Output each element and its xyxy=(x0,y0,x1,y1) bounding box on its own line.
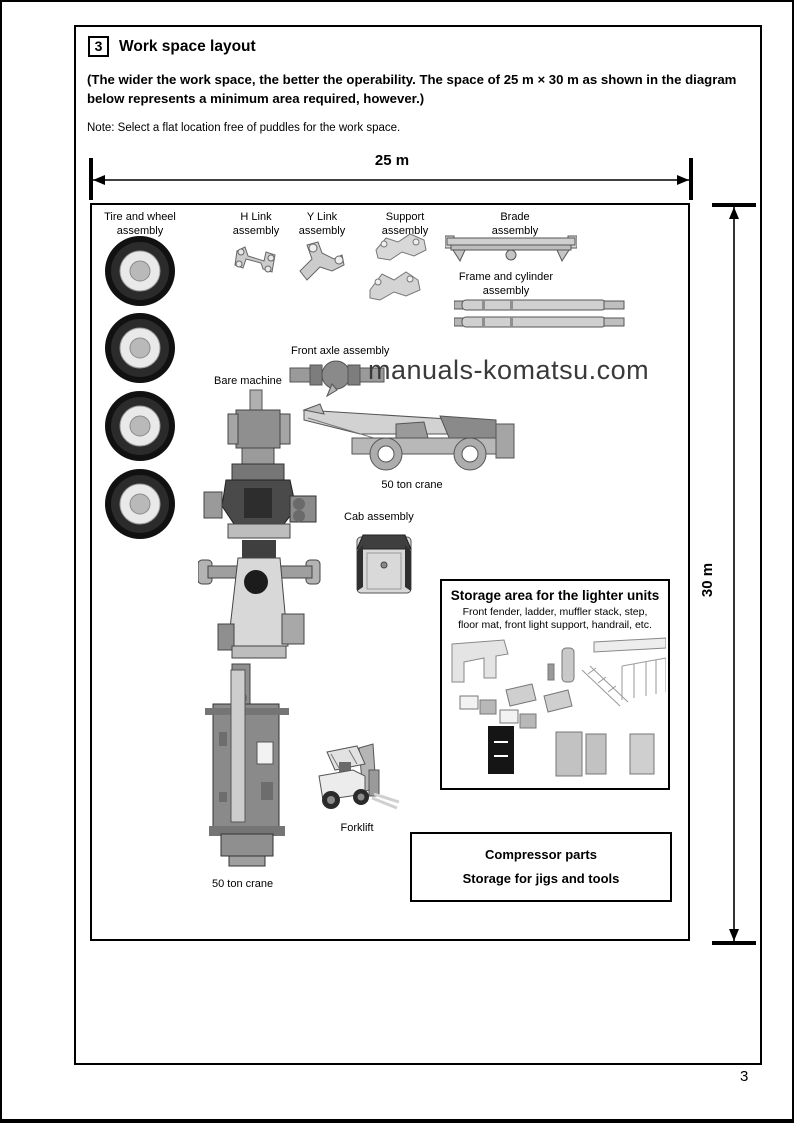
brade-assembly-label: Brade assembly xyxy=(491,211,539,238)
y-link-assembly-label: Y Link assembly xyxy=(298,211,346,238)
support-icon xyxy=(369,271,421,301)
cab-icon xyxy=(356,534,412,594)
crane-top-icon xyxy=(205,663,289,867)
page-title: Work space layout xyxy=(119,38,256,55)
front-axle-assembly-label: Front axle assembly xyxy=(291,345,390,357)
support-assembly-label: Support assembly xyxy=(381,211,429,238)
work-area-outline xyxy=(90,203,690,941)
page-number: 3 xyxy=(740,1068,749,1085)
storage-parts-icon xyxy=(451,637,666,777)
h-link-assembly-label: H Link assembly xyxy=(232,211,280,238)
frame-cylinder-icon xyxy=(454,316,625,328)
frame-cylinder-assembly-label: Frame and cylinder assembly xyxy=(458,271,554,298)
support-icon xyxy=(375,233,427,261)
bare-machine-icon xyxy=(198,389,321,659)
tire-icon xyxy=(105,236,175,306)
forklift-icon xyxy=(318,743,400,810)
watermark-text: manuals-komatsu.com xyxy=(368,355,650,385)
storage-area-title: Storage area for the lighter units xyxy=(450,588,660,603)
storage-area-subtitle: Front fender, ladder, muffler stack, ste… xyxy=(458,606,652,632)
front-axle-icon xyxy=(289,360,385,398)
jigs-tools-storage-label: Storage for jigs and tools xyxy=(462,871,620,886)
bare-machine-label: Bare machine xyxy=(214,375,282,387)
tire-icon xyxy=(105,313,175,383)
tire-assembly-label: Tire and wheel assembly xyxy=(104,211,176,238)
y-link-icon xyxy=(299,241,345,281)
section-number-box: 3 xyxy=(88,36,109,57)
storage-area-box: Storage area for the lighter units Front… xyxy=(440,579,670,790)
compressor-parts-label: Compressor parts xyxy=(485,847,597,862)
cab-assembly-label: Cab assembly xyxy=(344,511,414,523)
blade-icon xyxy=(445,235,577,263)
crane-side-icon xyxy=(302,403,515,471)
width-dimension-label: 25 m xyxy=(374,152,410,169)
intro-paragraph: (The wider the work space, the better th… xyxy=(87,72,737,107)
forklift-label: Forklift xyxy=(340,822,374,834)
page-frame xyxy=(74,25,762,1065)
frame-cylinder-icon xyxy=(454,299,625,311)
note-text: Note: Select a flat location free of pud… xyxy=(87,122,401,134)
crane-top-label: 50 ton crane xyxy=(212,878,274,890)
crane-side-label: 50 ton crane xyxy=(381,479,443,491)
compressor-parts-box: Compressor parts Storage for jigs and to… xyxy=(410,832,672,902)
h-link-icon xyxy=(234,246,276,273)
tire-icon xyxy=(105,391,175,461)
dimension-arrow-vertical-icon xyxy=(712,203,756,945)
dimension-arrow-horizontal-icon xyxy=(89,158,693,200)
tire-icon xyxy=(105,469,175,539)
